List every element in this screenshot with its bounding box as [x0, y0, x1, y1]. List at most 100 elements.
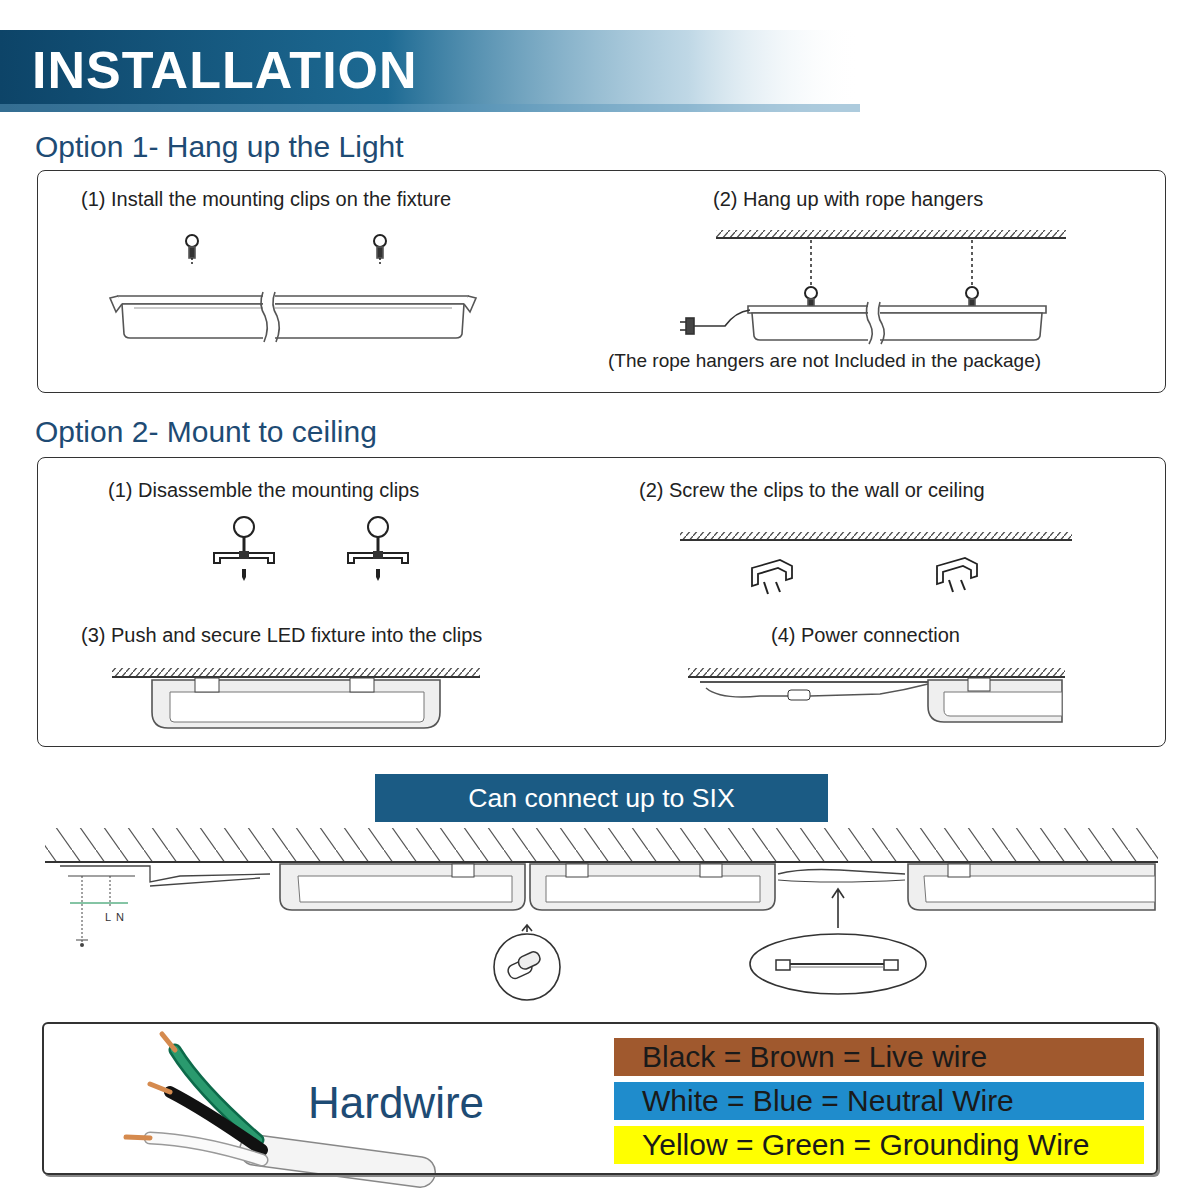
ceiling — [45, 828, 1158, 862]
power-connection — [944, 692, 1062, 716]
mounted-fixture — [195, 678, 219, 692]
wire-color-text: Yellow = Green = Grounding Wire — [642, 1126, 1089, 1164]
linked-fixtures — [546, 876, 760, 902]
step-text: (3) Push and secure LED fixture into the… — [81, 623, 482, 647]
cable — [150, 1138, 262, 1160]
hanging-fixture — [680, 329, 686, 331]
linked-fixtures — [790, 967, 884, 968]
linked-fixtures — [70, 903, 128, 904]
linked-fixtures — [776, 960, 790, 970]
ceiling — [716, 230, 1066, 238]
ceiling — [680, 532, 1072, 594]
fixture — [261, 292, 267, 342]
fixture — [122, 304, 464, 338]
fixture — [273, 292, 279, 342]
fixture — [134, 308, 452, 309]
linked-fixtures — [566, 864, 588, 877]
linked-fixtures — [150, 878, 260, 886]
note-text: (The rope hangers are not Included in th… — [608, 349, 1041, 372]
mounting-clip — [348, 517, 408, 581]
linked-fixtures — [280, 864, 525, 910]
linked-fixtures — [82, 876, 83, 945]
ceiling — [45, 861, 1158, 863]
mounting-clip — [214, 517, 408, 581]
linked-fixtures — [522, 925, 532, 932]
linked-fixtures — [76, 940, 88, 941]
hanging-fixture — [810, 240, 812, 286]
mounted-fixture — [112, 668, 480, 728]
section-heading: Option 1- Hang up the Light — [35, 129, 404, 165]
linked-fixtures — [60, 864, 1155, 1000]
header-band — [0, 30, 860, 112]
header-band — [0, 104, 860, 112]
mounted-fixture — [170, 692, 424, 722]
power-connection — [810, 684, 928, 696]
mounted-fixture — [350, 678, 374, 692]
linked-fixtures — [530, 864, 775, 910]
linked-fixtures — [884, 960, 898, 970]
hanging-fixture — [866, 302, 872, 344]
ceiling — [680, 532, 1072, 540]
wire-color-text: White = Blue = Neutral Wire — [642, 1082, 1014, 1120]
hardwire-label: Hardwire — [308, 1076, 484, 1129]
linked-fixtures — [832, 889, 844, 928]
hanging-fixture — [680, 321, 686, 323]
terminal-label: N — [116, 911, 124, 923]
header-band — [0, 30, 860, 112]
ceiling — [45, 828, 1158, 862]
page-title: INSTALLATION — [32, 40, 418, 100]
cable — [150, 1138, 262, 1160]
wire-color-band: White = Blue = Neutral Wire — [614, 1082, 1144, 1120]
option-panel: Option 2- Mount to ceiling(1) Disassembl… — [37, 457, 1166, 747]
linked-fixtures — [750, 934, 926, 994]
power-connection — [688, 668, 1065, 722]
power-connection — [688, 676, 1065, 678]
terminal-label: L — [105, 911, 111, 923]
linked-fixtures — [110, 876, 111, 906]
linked-fixtures — [516, 950, 541, 971]
linked-fixtures — [494, 934, 560, 1000]
wire-color-band: Yellow = Green = Grounding Wire — [614, 1126, 1144, 1164]
step-text: (1) Install the mounting clips on the fi… — [81, 187, 451, 211]
cable — [162, 1034, 175, 1050]
hanging-fixture — [752, 313, 1042, 340]
cable — [255, 1150, 420, 1172]
hanging-fixture — [686, 318, 694, 334]
ceiling — [752, 560, 792, 594]
banner: Can connect up to SIX — [375, 774, 828, 822]
linked-fixtures — [298, 876, 512, 902]
hanging-fixture — [694, 310, 750, 326]
linked-fixtures — [908, 864, 1155, 910]
step-text: (1) Disassemble the mounting clips — [108, 478, 419, 502]
section-heading: Option 2- Mount to ceiling — [35, 414, 377, 450]
banner-text: Can connect up to SIX — [375, 774, 828, 822]
linked-fixtures — [948, 864, 970, 877]
hanging-fixture — [971, 240, 973, 286]
hanging-fixture — [680, 240, 1046, 344]
linked-fixtures — [778, 870, 905, 875]
power-connection — [688, 668, 1065, 677]
cable — [126, 1137, 150, 1138]
wire-color-band: Black = Brown = Live wire — [614, 1038, 1144, 1076]
cable — [150, 1084, 170, 1092]
hardwire-panel: Hardwire Black = Brown = Live wireWhite =… — [42, 1022, 1158, 1175]
cable — [255, 1150, 420, 1172]
fixture — [110, 296, 122, 312]
linked-fixtures — [778, 880, 905, 882]
ceiling — [716, 230, 1066, 238]
ceiling — [716, 237, 1066, 239]
fixture — [110, 235, 476, 342]
fixture — [464, 296, 476, 312]
step-text: (2) Screw the clips to the wall or ceili… — [639, 478, 985, 502]
fixture — [118, 296, 468, 304]
linked-fixtures — [452, 864, 474, 877]
hanging-fixture — [748, 306, 1046, 313]
linked-fixtures — [790, 963, 884, 965]
option-panel: Option 1- Hang up the Light(1) Install t… — [37, 170, 1166, 393]
linked-fixtures — [80, 943, 84, 947]
linked-fixtures — [924, 876, 1155, 902]
power-connection — [706, 688, 790, 697]
mounted-fixture — [112, 668, 480, 677]
